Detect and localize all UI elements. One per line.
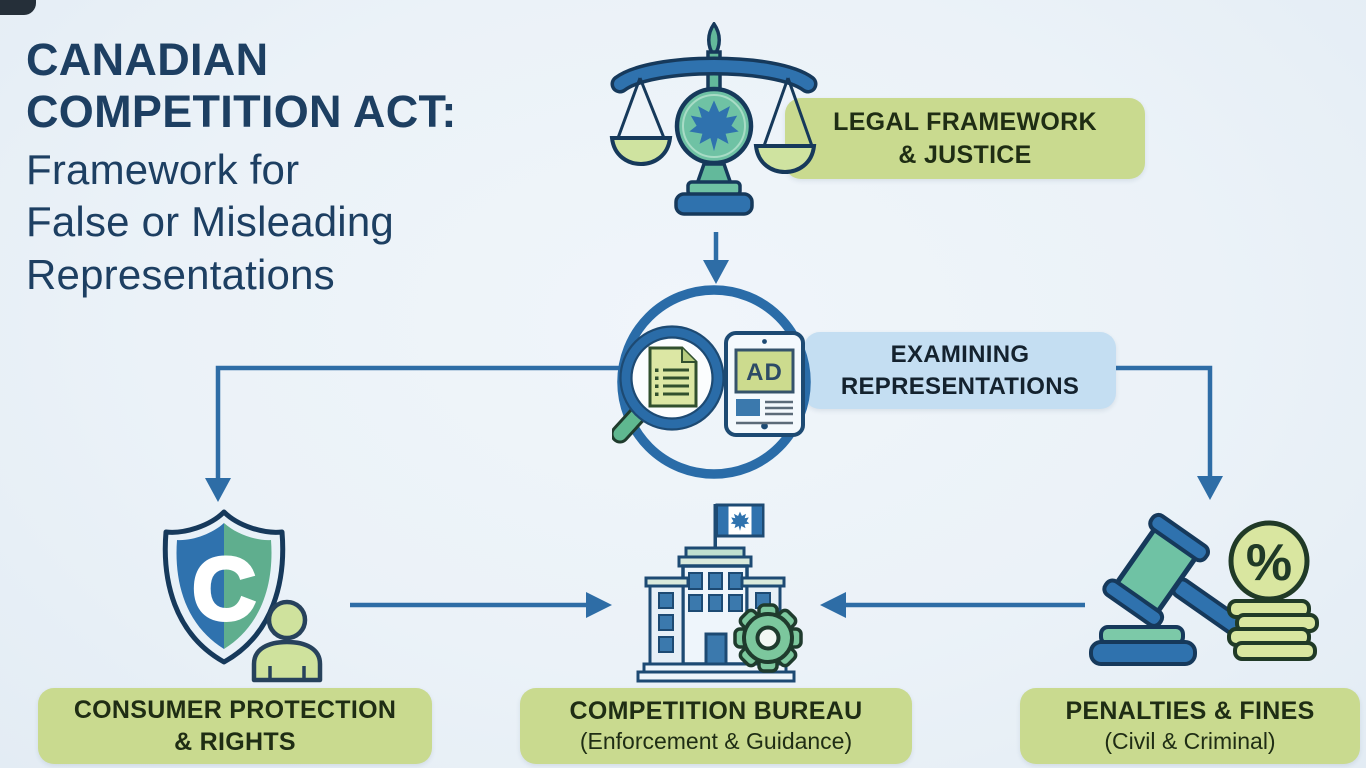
percent-coin-icon: % (1228, 520, 1310, 602)
title-subtitle: Framework for False or Misleading Repres… (26, 144, 586, 300)
title-heading-line1: CANADIAN (26, 34, 269, 85)
legal-framework-label-line1: LEGAL FRAMEWORK (833, 108, 1097, 136)
penalties-label-line1: PENALTIES & FINES (1065, 696, 1315, 725)
page-title: CANADIAN COMPETITION ACT: Framework for … (26, 34, 586, 301)
arrowhead-down-examining (703, 260, 729, 284)
tablet-home-button (761, 422, 768, 430)
sound-block-base (1089, 640, 1197, 666)
penalties-label-line2: (Civil & Criminal) (1104, 728, 1276, 755)
magnifying-glass-icon (612, 325, 725, 444)
canada-flag-icon (715, 503, 765, 538)
legal-framework-label-line2: & JUSTICE (898, 140, 1032, 169)
scales-of-justice-icon (609, 22, 818, 216)
right-scale-pan (753, 144, 817, 175)
gear-icon (733, 603, 803, 673)
bureau-label-line1: COMPETITION BUREAU (569, 696, 863, 725)
tablet-image-block (736, 399, 760, 416)
competition-bureau-badge: COMPETITION BUREAU (Enforcement & Guidan… (520, 688, 912, 764)
ad-box (734, 348, 795, 394)
consumer-label-line1: CONSUMER PROTECTION (73, 695, 397, 724)
title-subtitle-line1: Framework for (26, 146, 300, 194)
building-door (704, 632, 728, 666)
shield-letter: C (192, 539, 256, 638)
examining-label-line2: REPRESENTATIONS (840, 372, 1080, 400)
shield-consumer-icon: C (162, 509, 323, 683)
arrowhead-down-penalties (1197, 476, 1223, 500)
left-scale-pan (609, 136, 673, 167)
arrowhead-right-bureau (586, 592, 612, 618)
arrow-examining-to-consumer (215, 365, 621, 480)
title-subtitle-line3: Representations (26, 250, 335, 298)
corner-mark (0, 0, 36, 15)
title-heading: CANADIAN COMPETITION ACT: (26, 34, 586, 138)
examining-label-line1: EXAMINING (890, 341, 1030, 369)
document-icon (648, 346, 698, 408)
bureau-label-line2: (Enforcement & Guidance) (579, 728, 853, 755)
arrowhead-down-consumer (205, 478, 231, 502)
government-building-icon (636, 503, 803, 683)
penalties-fines-badge: PENALTIES & FINES (Civil & Criminal) (1020, 688, 1360, 764)
ad-label: AD (746, 359, 783, 386)
legal-framework-badge: LEGAL FRAMEWORK & JUSTICE (785, 98, 1145, 179)
title-subtitle-line2: False or Misleading (26, 198, 394, 246)
tablet-camera-dot (762, 339, 767, 344)
maple-leaf-icon (689, 100, 739, 152)
examining-representations-badge: EXAMINING REPRESENTATIONS (804, 332, 1116, 409)
gavel-penalties-icon: % (1089, 512, 1319, 666)
flag-pole (713, 504, 717, 550)
person-icon (251, 599, 323, 683)
arrowhead-left-bureau (820, 592, 846, 618)
consumer-label-line2: & RIGHTS (174, 728, 296, 756)
coin-stack-icon (1227, 599, 1319, 661)
percent-symbol: % (1246, 534, 1292, 592)
consumer-protection-badge: CONSUMER PROTECTION & RIGHTS (38, 688, 432, 764)
tablet-ad-icon: AD (724, 331, 805, 437)
title-heading-line2: COMPETITION ACT: (26, 86, 457, 138)
magnifier-examining-icon: AD (612, 285, 811, 479)
